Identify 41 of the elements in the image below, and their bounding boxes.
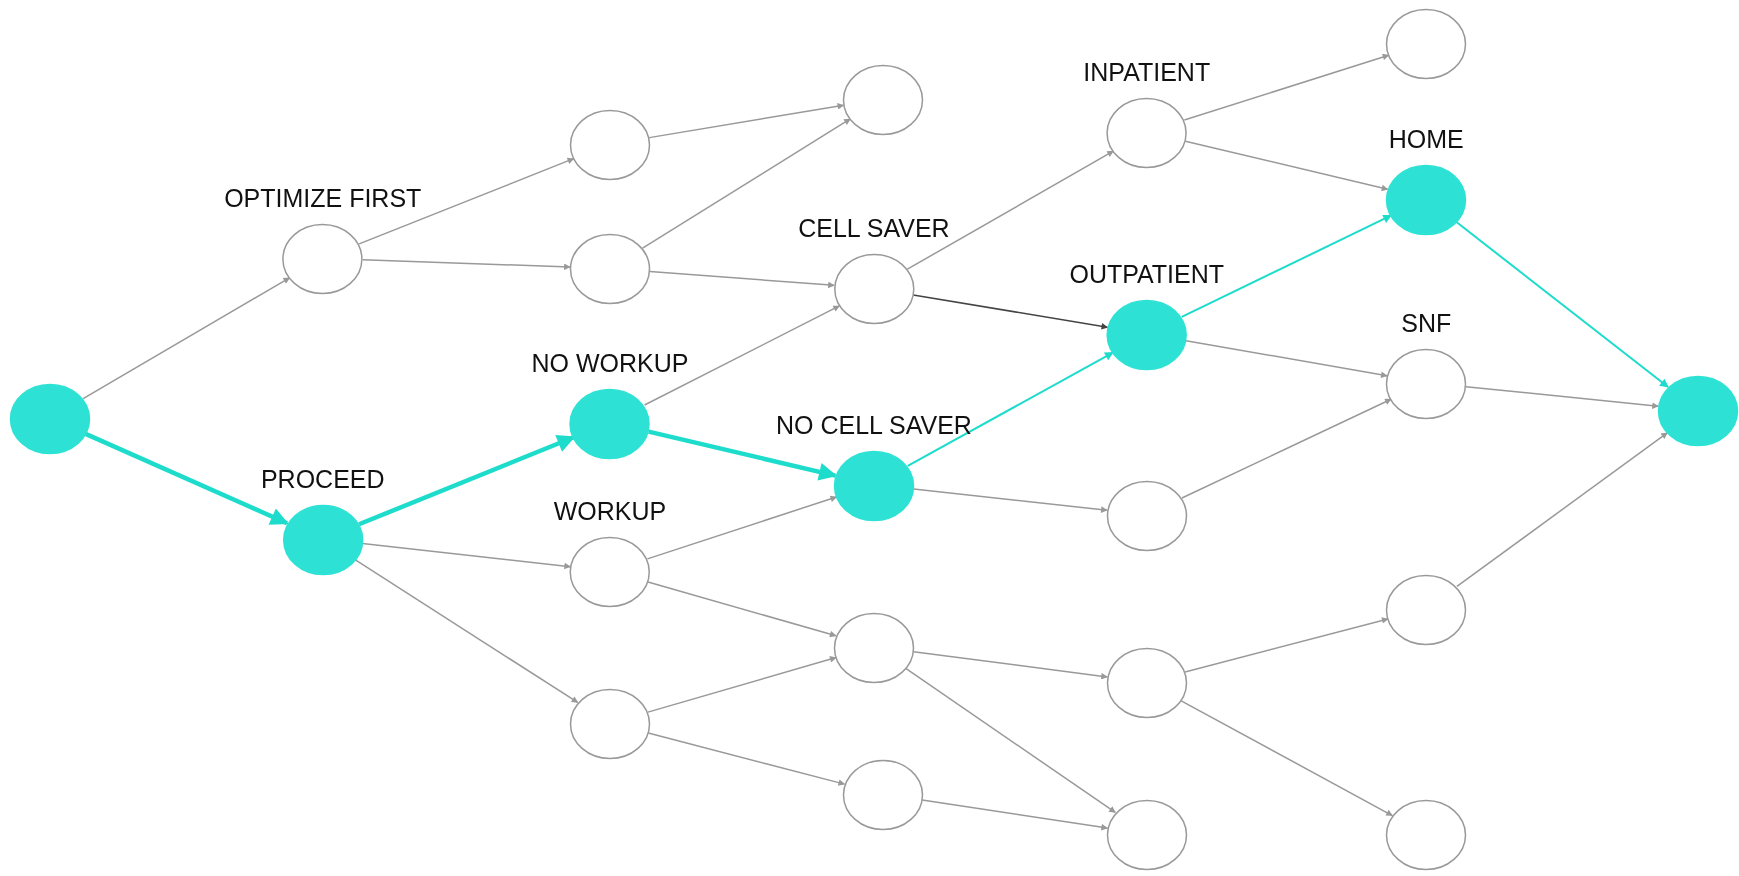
arrow xyxy=(641,118,851,249)
node-label: WORKUP xyxy=(553,496,667,527)
arrow xyxy=(82,277,291,400)
arrow xyxy=(648,429,838,481)
node-label: HOME xyxy=(1388,123,1464,154)
arrow xyxy=(647,581,837,638)
arrow xyxy=(1183,53,1390,121)
arrow xyxy=(643,305,841,406)
node-label: SNF xyxy=(1401,307,1452,338)
arrow xyxy=(921,799,1109,831)
arrow xyxy=(647,656,837,713)
arrow xyxy=(647,732,846,786)
arrow xyxy=(1465,385,1659,409)
arrow xyxy=(646,495,838,560)
arrow xyxy=(361,542,572,570)
node-label: NO CELL SAVER xyxy=(775,409,972,440)
arrow xyxy=(354,558,579,704)
arrow xyxy=(1184,617,1389,673)
node-label: OPTIMIZE FIRST xyxy=(224,183,422,214)
arrow xyxy=(649,270,835,289)
arrow xyxy=(1455,220,1670,389)
arrow xyxy=(904,667,1117,814)
arrow xyxy=(1456,432,1668,588)
arrow xyxy=(1185,339,1388,378)
arrow xyxy=(906,150,1115,270)
arrow xyxy=(912,294,1109,330)
node-label: INPATIENT xyxy=(1083,56,1211,87)
arrow xyxy=(1181,398,1392,499)
arrow xyxy=(358,157,575,245)
arrow xyxy=(1184,140,1389,192)
arrow xyxy=(1180,699,1393,817)
arrow xyxy=(358,435,576,527)
node-label: CELL SAVER xyxy=(798,213,950,244)
arrow xyxy=(912,651,1108,680)
node-label: NO WORKUP xyxy=(531,347,689,378)
arrow xyxy=(1180,214,1393,318)
arrow xyxy=(648,103,845,139)
arrow xyxy=(906,351,1114,467)
node-label: PROCEED xyxy=(260,464,385,494)
node-label: OUTPATIENT xyxy=(1069,258,1225,289)
arrow xyxy=(84,431,289,526)
